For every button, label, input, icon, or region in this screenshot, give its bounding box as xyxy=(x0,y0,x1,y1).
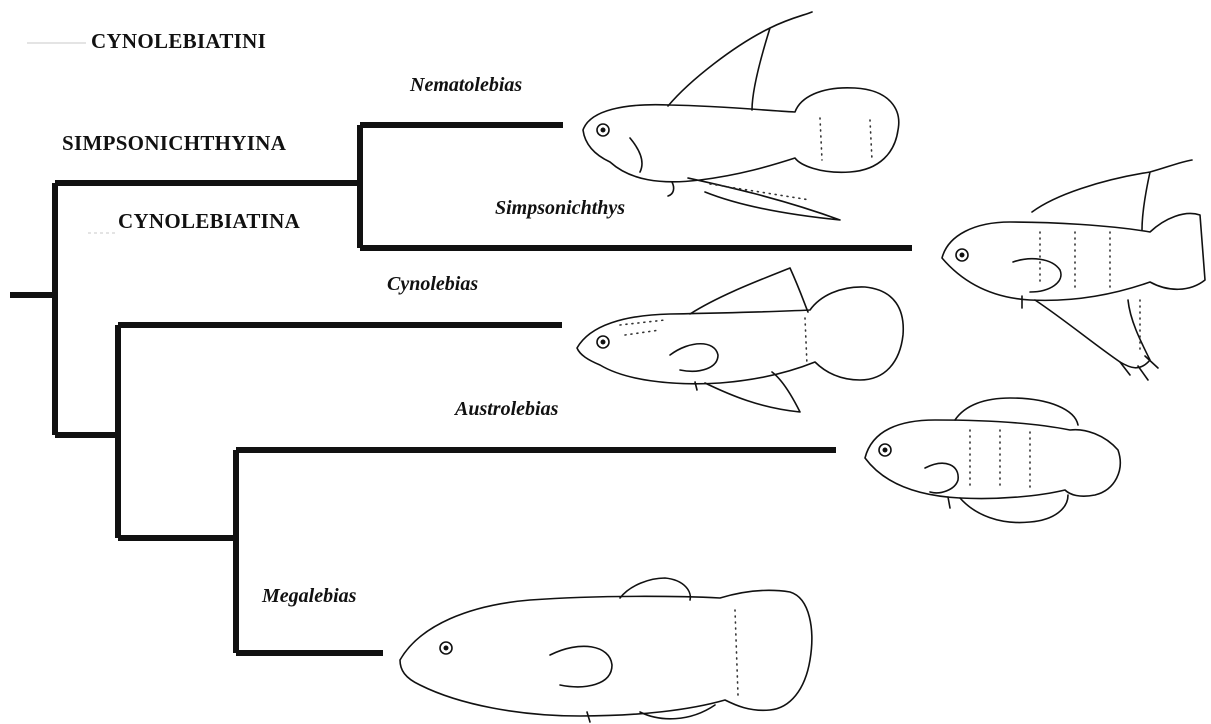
label-simpsonichthyina: SIMPSONICHTHYINA xyxy=(62,131,286,156)
fish-nematolebias-illustration xyxy=(583,12,899,220)
fish-cynolebias-illustration xyxy=(577,268,903,412)
fish-megalebias-illustration xyxy=(400,578,812,722)
label-cynolebiatina: CYNOLEBIATINA xyxy=(118,209,300,234)
label-austrolebias: Austrolebias xyxy=(455,398,558,421)
fish-simpsonichthys-illustration xyxy=(942,160,1205,380)
label-cynolebias: Cynolebias xyxy=(387,273,478,296)
label-simpsonichthys: Simpsonichthys xyxy=(495,197,625,220)
fish-austrolebias-illustration xyxy=(865,398,1120,523)
tree-branches xyxy=(10,125,912,653)
label-megalebias: Megalebias xyxy=(262,585,356,608)
label-cynolebiatini: CYNOLEBIATINI xyxy=(91,29,266,54)
label-nematolebias: Nematolebias xyxy=(410,74,522,97)
